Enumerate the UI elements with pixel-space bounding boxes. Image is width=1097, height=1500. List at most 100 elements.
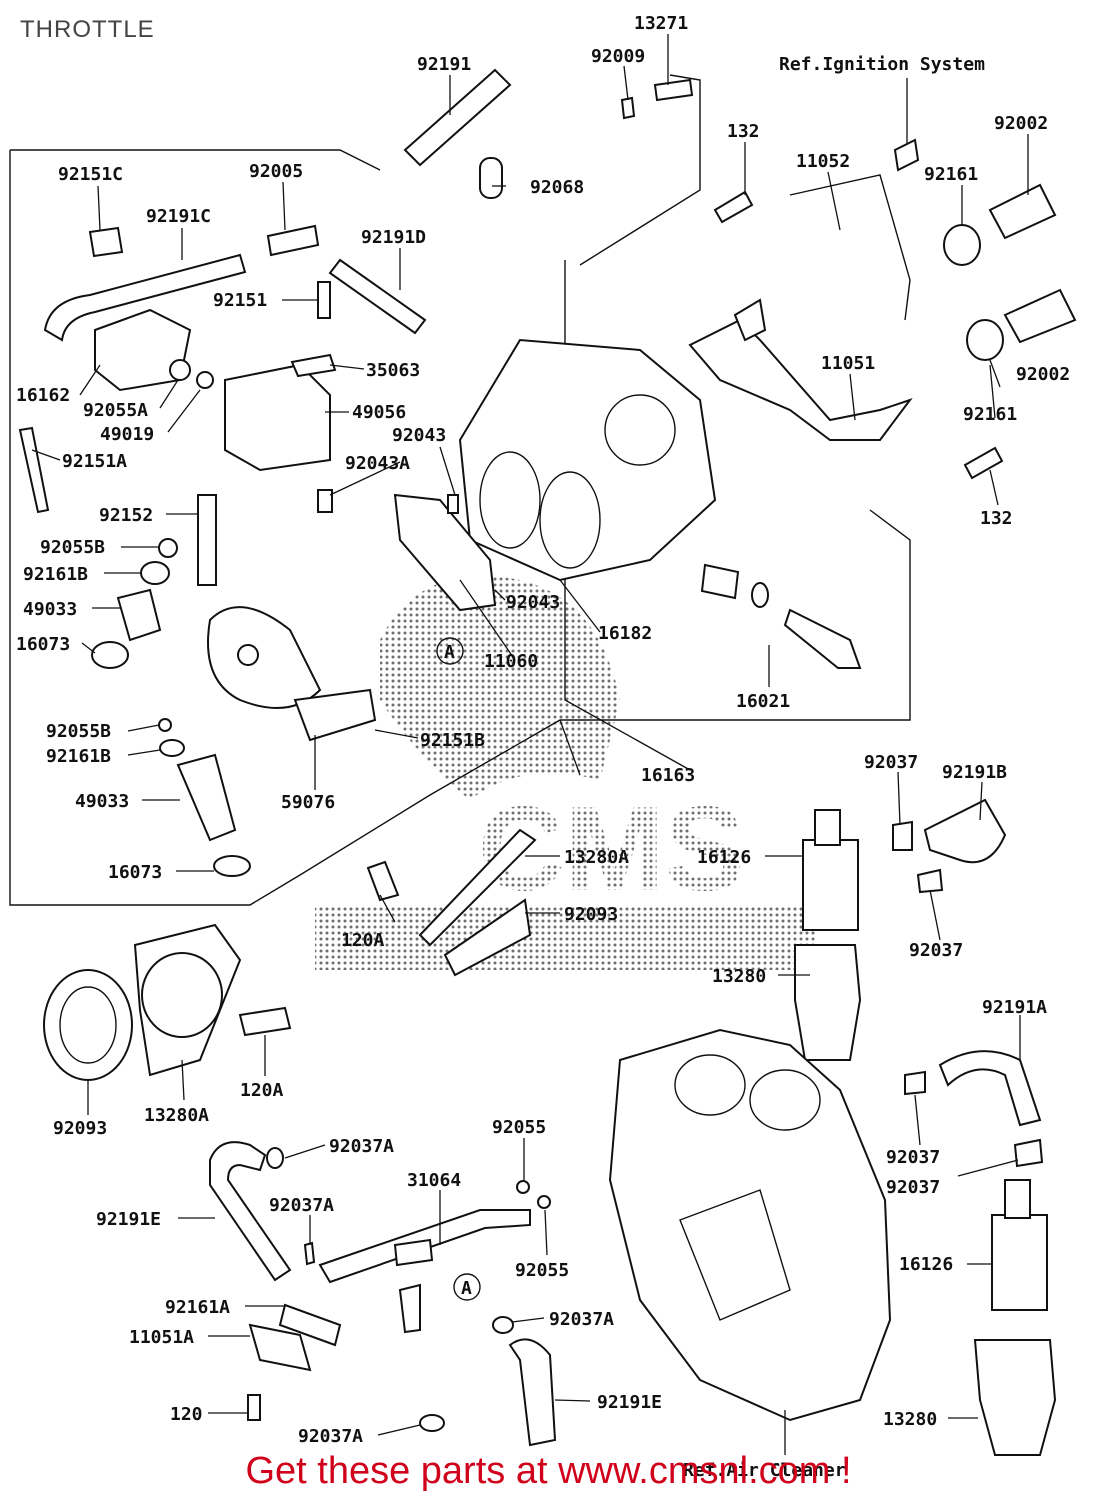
label-92037A-3[interactable]: 92037A: [549, 1309, 614, 1330]
label-92002-mid[interactable]: 92002: [1016, 364, 1070, 385]
label-92055A[interactable]: 92055A: [83, 400, 148, 421]
label-92037A-2[interactable]: 92037A: [269, 1195, 334, 1216]
seal-16073-2: [213, 855, 251, 877]
label-49056[interactable]: 49056: [352, 402, 406, 423]
screw-92009: [620, 96, 636, 120]
label-92191C[interactable]: 92191C: [146, 206, 211, 227]
label-92037-c[interactable]: 92037: [886, 1147, 940, 1168]
label-13271[interactable]: 13271: [634, 13, 688, 34]
clamp-11052: [733, 298, 767, 342]
label-11052[interactable]: 11052: [796, 151, 850, 172]
footer-link[interactable]: Get these parts at www.cmsnl.com !: [245, 1450, 852, 1492]
oring-92055-1: [516, 1180, 530, 1194]
label-92151[interactable]: 92151: [213, 290, 267, 311]
bracket-11051: [688, 318, 913, 441]
label-16021[interactable]: 16021: [736, 691, 790, 712]
label-92037-a[interactable]: 92037: [864, 752, 918, 773]
label-132-bottom[interactable]: 132: [980, 508, 1013, 529]
label-92005[interactable]: 92005: [249, 161, 303, 182]
pin-92043: [447, 494, 459, 514]
label-16162[interactable]: 16162: [16, 385, 70, 406]
holder-13280-2: [973, 1339, 1057, 1456]
collar-92161-1: [943, 224, 981, 266]
clamp-35063: [290, 353, 337, 378]
label-120[interactable]: 120: [170, 1404, 203, 1425]
label-92037-d[interactable]: 92037: [886, 1177, 940, 1198]
hose-92191B: [923, 798, 1007, 864]
label-13280-a[interactable]: 13280: [712, 966, 766, 987]
label-92191E-2[interactable]: 92191E: [597, 1392, 662, 1413]
injector-49033-2: [176, 753, 237, 842]
label-92009[interactable]: 92009: [591, 46, 645, 67]
label-92055B-2[interactable]: 92055B: [46, 721, 111, 742]
label-92161B-2[interactable]: 92161B: [46, 746, 111, 767]
clip-92037-3: [904, 1070, 926, 1096]
label-92002-top[interactable]: 92002: [994, 113, 1048, 134]
label-16073-1[interactable]: 16073: [16, 634, 70, 655]
label-92037A-4[interactable]: 92037A: [298, 1426, 363, 1447]
flange-hole: [141, 952, 223, 1038]
gasket-92093-2: [443, 898, 532, 977]
label-16182[interactable]: 16182: [598, 623, 652, 644]
bracket-11051A: [248, 1323, 312, 1372]
screw-120A-1: [366, 860, 400, 902]
label-92093-b[interactable]: 92093: [53, 1118, 107, 1139]
hose-92191E-1: [209, 1141, 292, 1282]
label-120A-2[interactable]: 120A: [240, 1080, 284, 1101]
base-plate: [608, 1028, 892, 1422]
label-16073-2[interactable]: 16073: [108, 862, 162, 883]
label-92037-b[interactable]: 92037: [909, 940, 963, 961]
label-132-top[interactable]: 132: [727, 121, 760, 142]
label-11051A[interactable]: 11051A: [129, 1327, 194, 1348]
bolt-92002-1: [988, 183, 1057, 240]
label-92161-mid[interactable]: 92161: [963, 404, 1017, 425]
oring-92055B-1: [158, 538, 178, 558]
injector-49033-1: [116, 588, 162, 642]
pump-outlet-1: [814, 809, 841, 846]
label-92161A[interactable]: 92161A: [165, 1297, 230, 1318]
label-92161-top[interactable]: 92161: [924, 164, 978, 185]
label-13280-b[interactable]: 13280: [883, 1409, 937, 1430]
label-92055-b[interactable]: 92055: [515, 1260, 569, 1281]
label-92055B-1[interactable]: 92055B: [40, 537, 105, 558]
label-92191A[interactable]: 92191A: [982, 997, 1047, 1018]
label-92191B[interactable]: 92191B: [942, 762, 1007, 783]
holder-13280-1: [794, 944, 862, 1061]
label-49033-1[interactable]: 49033: [23, 599, 77, 620]
label-92043A[interactable]: 92043A: [345, 453, 410, 474]
label-13280A-2[interactable]: 13280A: [144, 1105, 209, 1126]
label-92151A[interactable]: 92151A: [62, 451, 127, 472]
label-11060[interactable]: 11060: [484, 651, 538, 672]
label-31064[interactable]: 31064: [407, 1170, 461, 1191]
label-92191E-1[interactable]: 92191E: [96, 1209, 161, 1230]
label-16126-a[interactable]: 16126: [697, 847, 751, 868]
label-92055-a[interactable]: 92055: [492, 1117, 546, 1138]
label-49033-2[interactable]: 49033: [75, 791, 129, 812]
oring-92055-2: [537, 1195, 551, 1209]
label-35063[interactable]: 35063: [366, 360, 420, 381]
label-120A-1[interactable]: 120A: [341, 930, 385, 951]
label-92151C[interactable]: 92151C: [58, 164, 123, 185]
seal-92161B-2: [159, 739, 185, 757]
label-59076[interactable]: 59076: [281, 792, 335, 813]
label-49019[interactable]: 49019: [100, 424, 154, 445]
label-92093-a[interactable]: 92093: [564, 904, 618, 925]
bolt-132-2: [963, 446, 1004, 480]
hose-92191A: [938, 1050, 1042, 1127]
clip-92037-4: [1013, 1138, 1044, 1168]
gasket-13280A-2: [418, 828, 537, 947]
label-92152[interactable]: 92152: [99, 505, 153, 526]
label-13280A-1[interactable]: 13280A: [564, 847, 629, 868]
label-16163[interactable]: 16163: [641, 765, 695, 786]
label-92068[interactable]: 92068: [530, 177, 584, 198]
label-92037A-1[interactable]: 92037A: [329, 1136, 394, 1157]
label-92161B-1[interactable]: 92161B: [23, 564, 88, 585]
label-16126-b[interactable]: 16126: [899, 1254, 953, 1275]
label-92191[interactable]: 92191: [417, 54, 471, 75]
label-92043-b[interactable]: 92043: [506, 592, 560, 613]
label-11051[interactable]: 11051: [821, 353, 875, 374]
label-92151B[interactable]: 92151B: [420, 730, 485, 751]
label-92191D[interactable]: 92191D: [361, 227, 426, 248]
label-92043-a[interactable]: 92043: [392, 425, 446, 446]
oring-92055A: [169, 359, 191, 381]
